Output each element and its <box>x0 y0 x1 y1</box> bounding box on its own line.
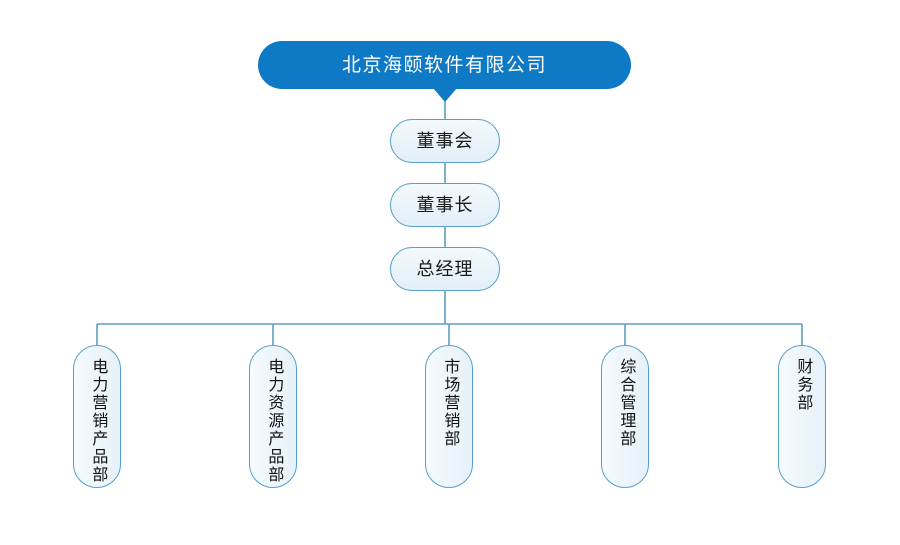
node-chairman[interactable]: 董事长 <box>390 183 500 227</box>
node-general-manager[interactable]: 总经理 <box>390 247 500 291</box>
node-board-of-directors-label: 董事会 <box>416 131 474 151</box>
node-general-manager-label: 总经理 <box>416 259 474 279</box>
node-department-5[interactable]: 财务部 <box>778 345 826 488</box>
node-department-4[interactable]: 综合管理部 <box>601 345 649 488</box>
node-department-2-label: 电力资源产品部 <box>265 358 283 484</box>
node-department-1-label: 电力营销产品部 <box>89 358 107 484</box>
node-department-3[interactable]: 市场营销部 <box>425 345 473 488</box>
node-department-1[interactable]: 电力营销产品部 <box>73 345 121 488</box>
node-department-5-label: 财务部 <box>794 358 812 412</box>
node-chairman-label: 董事长 <box>416 195 474 215</box>
node-department-2[interactable]: 电力资源产品部 <box>249 345 297 488</box>
node-department-4-label: 综合管理部 <box>617 358 635 448</box>
node-board-of-directors[interactable]: 董事会 <box>390 119 500 163</box>
node-department-3-label: 市场营销部 <box>441 358 459 448</box>
node-company-root[interactable]: 北京海颐软件有限公司 <box>258 41 631 89</box>
root-node-tail <box>433 88 457 102</box>
node-company-root-label: 北京海颐软件有限公司 <box>341 54 547 76</box>
